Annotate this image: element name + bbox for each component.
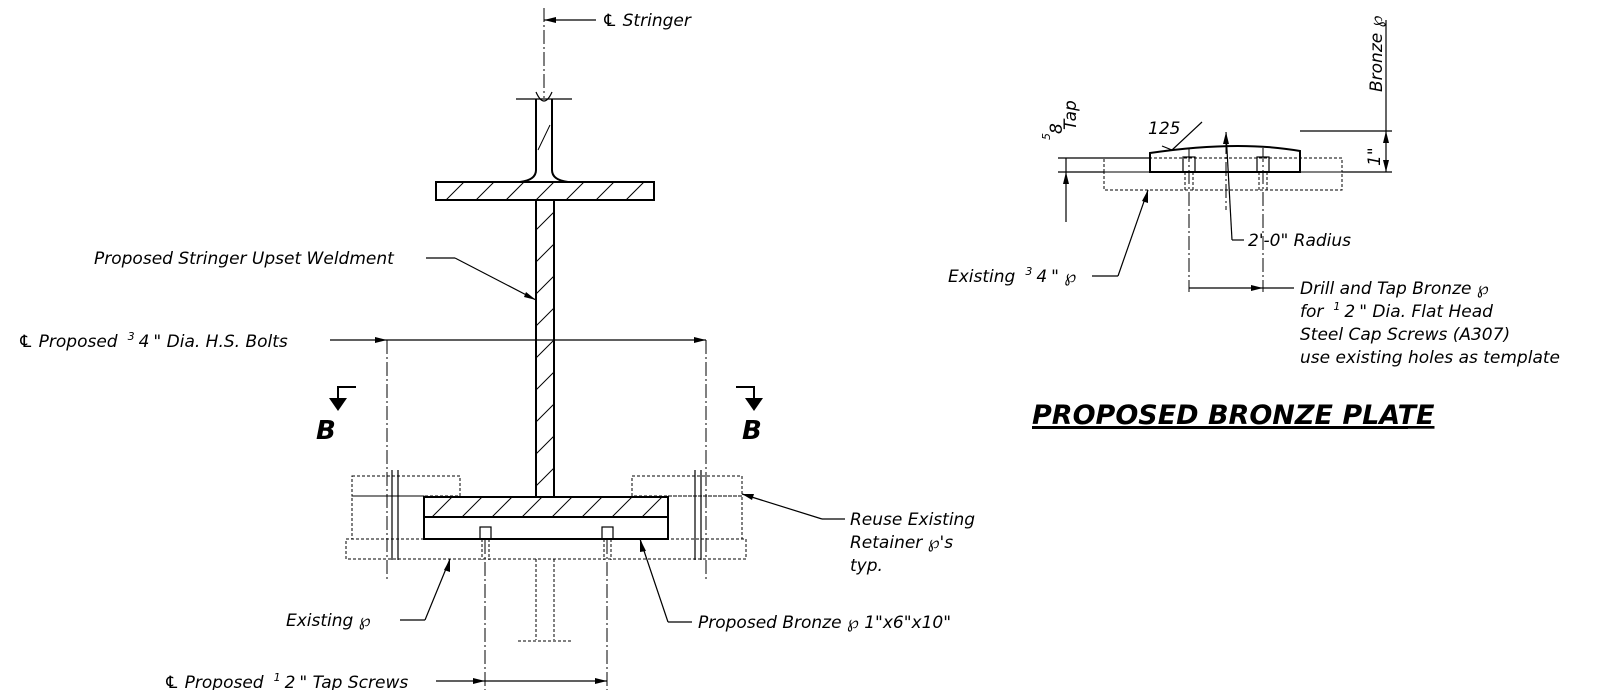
tap-frac-den: 8	[1047, 123, 1067, 134]
retainer-plate-right	[667, 495, 743, 540]
section-label-left: B	[316, 416, 336, 446]
upper-web-right	[551, 99, 569, 183]
tap-screw-right	[601, 526, 614, 540]
proposed-bronze-pl-label: Proposed Bronze ℘ 1"x6"x10"	[698, 613, 951, 633]
reuse-retainer-line2: Retainer ℘'s	[850, 533, 953, 553]
stringer-elevation	[329, 8, 845, 690]
detail-title: PROPOSED BRONZE PLATE	[1032, 400, 1435, 431]
existing-plate	[345, 538, 747, 560]
section-cut-right	[736, 386, 755, 398]
drill-tap-line1: Drill and Tap Bronze ℘	[1300, 279, 1489, 299]
existing-34-label: Existing 3 4 " ℘	[948, 262, 1076, 287]
reuse-retainer-line3: typ.	[850, 556, 883, 576]
tap-screw-left	[479, 526, 492, 540]
dim-1in-label: 1"	[1365, 147, 1385, 166]
section-label-right: B	[742, 416, 762, 446]
detail-bronze-plate	[1149, 144, 1301, 173]
proposed-bronze-plate	[423, 516, 669, 540]
bronze-plate-detail	[1058, 20, 1392, 292]
cl-stringer-label: ℄ Stringer	[602, 11, 692, 31]
drill-tap-line4: use existing holes as template	[1300, 348, 1560, 368]
stringer-upset-label: Proposed Stringer Upset Weldment	[94, 249, 395, 269]
tap-word: Tap	[1061, 100, 1081, 130]
section-cut-left	[337, 386, 356, 398]
tap-screws-label: ℄ Proposed 1 2 " Tap Screws	[164, 668, 408, 690]
retainer-plate-right-top	[631, 475, 743, 497]
tap-frac-num: 5	[1040, 133, 1053, 140]
hs-bolts-label: ℄ Proposed 3 4 " Dia. H.S. Bolts	[18, 327, 288, 352]
retainer-plate-left	[351, 495, 425, 540]
existing-34-plate	[1103, 157, 1343, 173]
drill-tap-line2: for 1 2 " Dia. Flat Head	[1300, 297, 1493, 322]
retainer-plate-left-top	[351, 475, 461, 497]
bottom-flange	[423, 496, 669, 518]
drill-tap-line3: Steel Cap Screws (A307)	[1300, 325, 1510, 345]
upper-web-left	[519, 99, 537, 183]
radius-label: 2'-0" Radius	[1248, 231, 1351, 251]
finish-125-label: 125	[1148, 119, 1180, 139]
reuse-retainer-line1: Reuse Existing	[850, 510, 975, 530]
existing-pl-label: Existing ℘	[286, 611, 371, 631]
bronze-pl-vertical-label: Bronze ℘	[1367, 15, 1387, 92]
